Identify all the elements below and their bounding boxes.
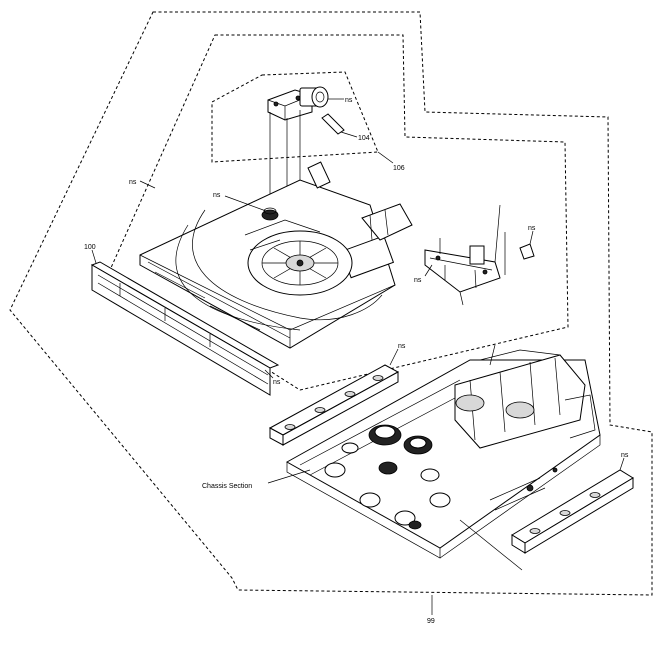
pickup-bracket [424, 245, 501, 293]
tray-boundary [109, 34, 569, 391]
label-ns-bracket-top: ns [528, 225, 536, 232]
turntable [244, 219, 353, 296]
flex-cable-104 [321, 113, 345, 135]
leader-ns-bracket-left [424, 264, 433, 277]
leader-104 [340, 131, 358, 138]
label-chassis-section: Chassis Section [202, 483, 252, 490]
small-clip [519, 243, 535, 260]
leader-ns-rail-left [389, 348, 399, 366]
label-ns-front: ns [273, 379, 281, 386]
label-ns-rail-right: ns [621, 452, 629, 459]
label-106: 106 [393, 165, 405, 172]
leader-106 [377, 151, 394, 164]
right-rail [511, 469, 634, 554]
label-ns-spindle: ns [213, 192, 221, 199]
leader-ns-spindle [224, 195, 267, 212]
label-ns-left: ns [129, 179, 137, 186]
label-ns-bracket-left: ns [414, 277, 422, 284]
pickup-motor-assembly [267, 86, 329, 121]
leader-100 [91, 249, 97, 264]
label-ns-motor: ns [345, 97, 353, 104]
chassis-section [285, 344, 601, 559]
leader-chassis-section [267, 469, 311, 484]
leader-ns-left [139, 180, 156, 189]
label-ns-rail-left: ns [398, 343, 406, 350]
leader-ns-rail-right [619, 457, 625, 471]
spindle-gear [261, 207, 279, 221]
outer-boundary-99 [9, 11, 653, 596]
front-panel-100 [90, 261, 280, 396]
label-99: 99 [427, 618, 435, 625]
bracket-guide-lines [439, 204, 506, 306]
left-rail [268, 364, 400, 446]
label-104: 104 [358, 135, 370, 142]
leader-ns-front [264, 369, 274, 379]
leader-ns-bracket-top [529, 230, 534, 245]
right-rail-guide [459, 519, 523, 571]
label-100: 100 [84, 244, 96, 251]
